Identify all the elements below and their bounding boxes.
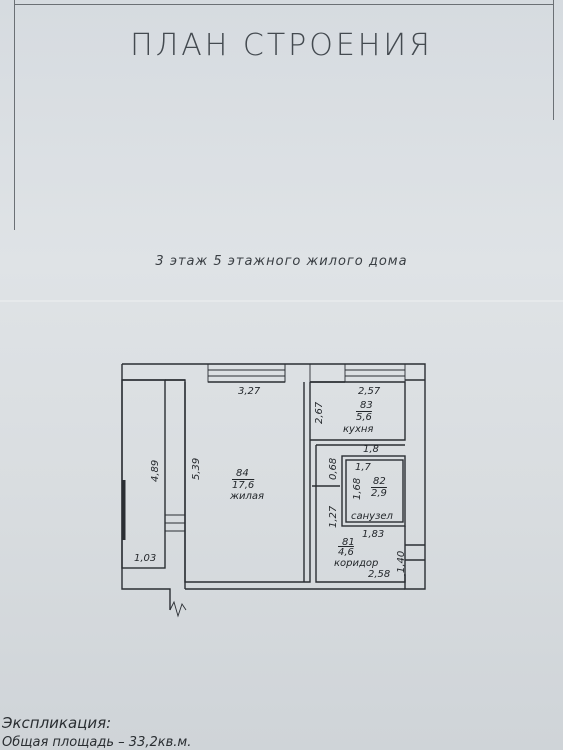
room-corridor-number: 81 <box>342 537 355 548</box>
dim-corridor-gap: 0,68 <box>328 458 339 480</box>
dim-bath-height: 1,68 <box>352 478 363 500</box>
bathroom-inner <box>345 459 404 523</box>
wall-left-outer <box>121 364 171 610</box>
entry-door <box>405 544 425 561</box>
window-kitchen <box>344 364 406 383</box>
balcony-wall <box>165 379 186 589</box>
dim-corridor-depth: 1,27 <box>328 505 339 528</box>
balcony-door <box>165 514 185 532</box>
dim-corridor-width: 2,58 <box>368 569 390 580</box>
room-bathroom-name: санузел <box>351 511 394 522</box>
corridor-walls <box>315 445 406 583</box>
room-kitchen-name: кухня <box>343 424 373 435</box>
dim-bath-bottom: 1,83 <box>362 529 384 540</box>
page-subtitle: 3 этаж 5 этажного жилого дома <box>155 254 408 269</box>
room-kitchen-number: 83 <box>360 400 373 411</box>
dim-bath-inner-top: 1,7 <box>355 462 372 473</box>
room-kitchen-area: 5,6 <box>356 412 372 423</box>
room-corridor-name: коридор <box>334 558 378 569</box>
window-living <box>207 364 286 383</box>
paper-fold <box>0 300 563 302</box>
explication-heading: Экспликация: <box>2 714 112 732</box>
dim-entry-depth: 1,40 <box>396 551 407 573</box>
living-room-walls <box>184 382 311 583</box>
sheet-edge-top <box>14 4 554 5</box>
dim-balcony-length: 4,89 <box>150 460 161 482</box>
page-title: ПЛАН СТРОЕНИЯ <box>130 28 433 63</box>
dim-kitchen-depth: 2,67 <box>314 401 325 424</box>
room-bathroom-area: 2,9 <box>371 488 387 499</box>
explication-total-area: Общая площадь – 33,2кв.м. <box>2 735 192 750</box>
balcony <box>121 379 166 569</box>
sheet-edge-left <box>14 0 15 230</box>
room-corridor-area: 4,6 <box>338 547 354 558</box>
bathroom <box>341 455 406 527</box>
dim-top-living: 3,27 <box>238 386 261 397</box>
room-living-area: 17,6 <box>232 480 254 491</box>
room-bathroom-number: 82 <box>373 476 386 487</box>
window-pillar <box>284 364 311 382</box>
dim-living-depth: 5,39 <box>191 458 202 480</box>
dim-bath-top: 1,8 <box>363 444 379 455</box>
dim-balcony-width: 1,03 <box>134 553 156 564</box>
room-living-number: 84 <box>236 468 249 479</box>
room-living-name: жилая <box>229 491 264 502</box>
dim-top-kitchen: 2,57 <box>358 386 381 397</box>
sheet-edge-right <box>553 0 554 120</box>
stair-break <box>169 600 187 618</box>
